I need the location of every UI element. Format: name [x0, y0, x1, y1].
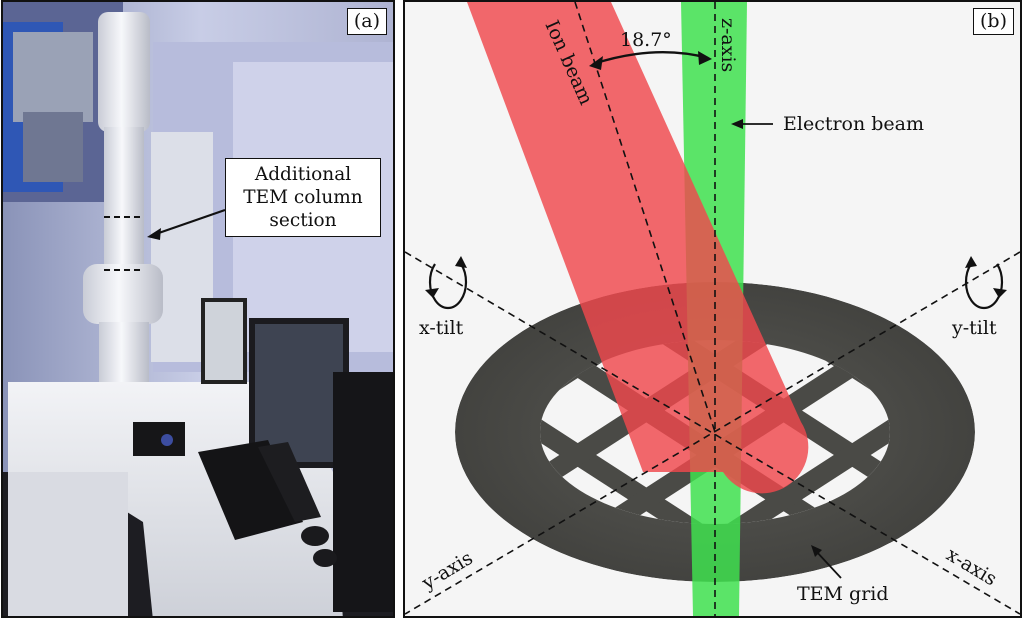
tem-grid-label: TEM grid: [797, 583, 889, 605]
x-tilt-rotation-icon: [425, 256, 468, 309]
panel-b-tag: (b): [973, 8, 1014, 35]
callout-line-1: Additional: [254, 164, 352, 185]
angle-label: 18.7°: [620, 29, 672, 51]
callout-line-2: TEM column: [243, 187, 363, 208]
x-axis-label: x-axis: [942, 543, 1000, 590]
callout-arrow: [152, 208, 226, 237]
beam-geometry-diagram: 18.7° Ion beam z-axis Electron beam x-ti…: [405, 2, 1020, 616]
electron-beam-label: Electron beam: [783, 113, 924, 135]
ion-beam: [467, 2, 809, 494]
panel-a-photo: Additional TEM column section (a): [1, 0, 395, 618]
callout-additional-column-section: Additional TEM column section: [225, 158, 381, 237]
y-tilt-rotation-icon: [964, 256, 1007, 309]
tem-grid-pointer: [814, 549, 842, 579]
y-axis-label: y-axis: [417, 547, 476, 595]
angle-arc: [592, 51, 709, 66]
angle-arrowhead-left: [589, 56, 603, 70]
x-axis-line: [405, 251, 1020, 615]
y-tilt-label: y-tilt: [951, 317, 997, 339]
x-tilt-label: x-tilt: [419, 317, 464, 339]
ion-beam-axis-line: [574, 2, 716, 433]
callout-line-3: section: [269, 210, 337, 231]
y-axis-line: [405, 251, 1020, 615]
panel-a-tag: (a): [346, 8, 387, 35]
angle-arrowhead-right: [698, 51, 712, 65]
z-axis-label: z-axis: [717, 18, 739, 72]
microscope-photo: [3, 2, 393, 616]
panel-b-diagram: 18.7° Ion beam z-axis Electron beam x-ti…: [403, 0, 1022, 618]
